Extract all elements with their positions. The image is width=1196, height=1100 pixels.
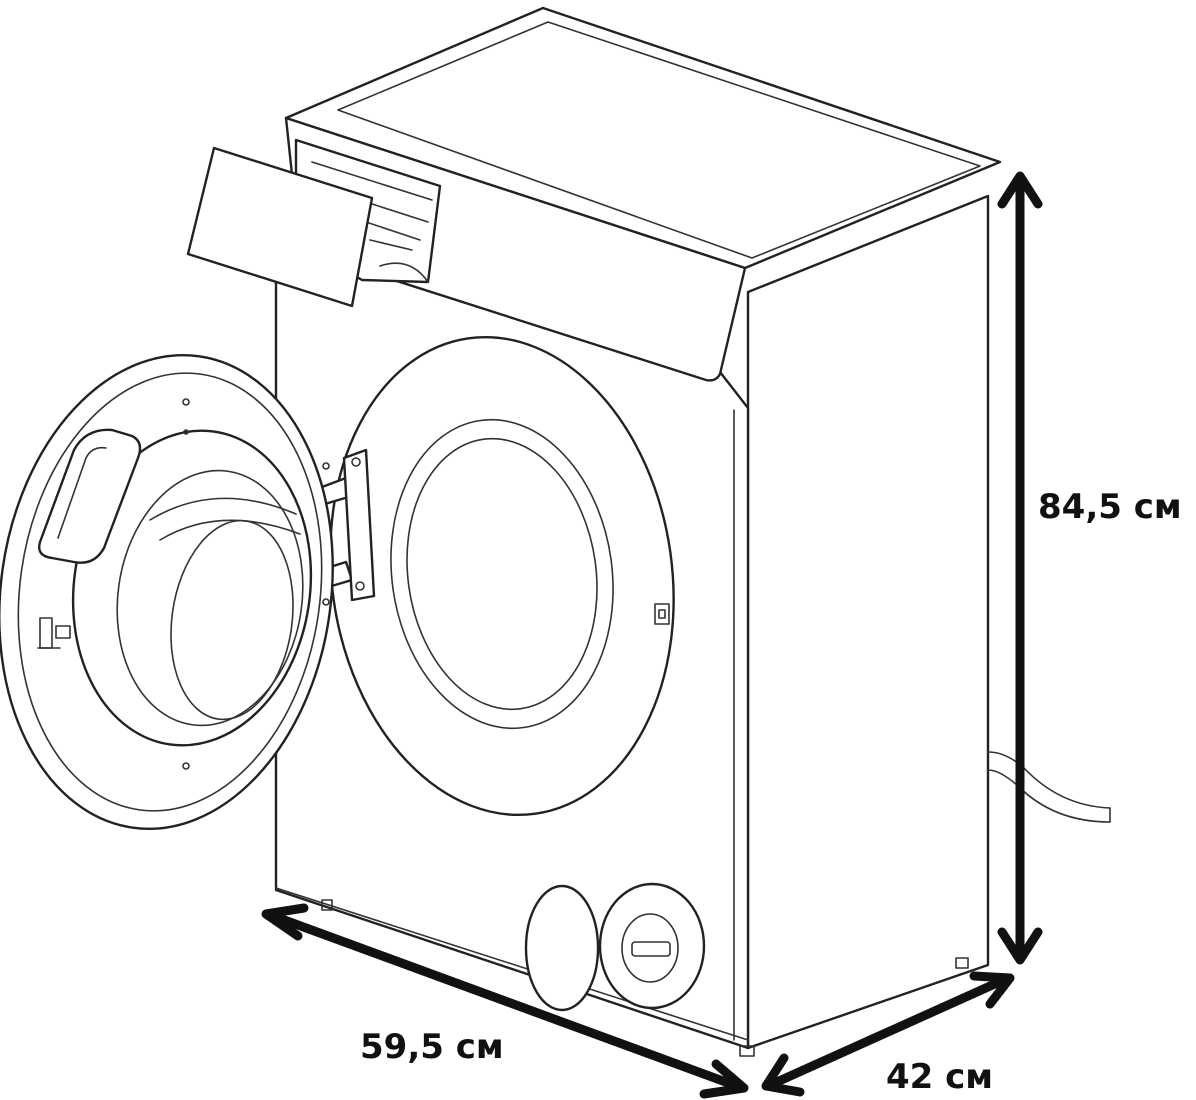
open-door	[0, 354, 334, 830]
door-glass	[71, 429, 313, 747]
depth-arrow	[761, 971, 1015, 1097]
foot	[321, 899, 333, 911]
door-opening-ring	[329, 335, 675, 817]
height-arrow	[997, 171, 1043, 965]
filter-cover	[524, 884, 600, 1012]
drain-filter	[598, 882, 706, 1010]
depth-label: 42 см	[886, 1057, 993, 1097]
drawer-flap	[186, 146, 374, 308]
drain-hose	[987, 751, 1111, 823]
width-arrow	[261, 903, 749, 1099]
foot	[955, 957, 969, 969]
door-handle	[38, 428, 142, 564]
foot	[739, 1045, 755, 1057]
width-label: 59,5 см	[360, 1027, 504, 1067]
door-lock	[654, 603, 670, 625]
washing-machine	[186, 6, 1111, 1057]
height-label: 84,5 см	[1038, 487, 1182, 527]
side-panel	[746, 194, 990, 1050]
